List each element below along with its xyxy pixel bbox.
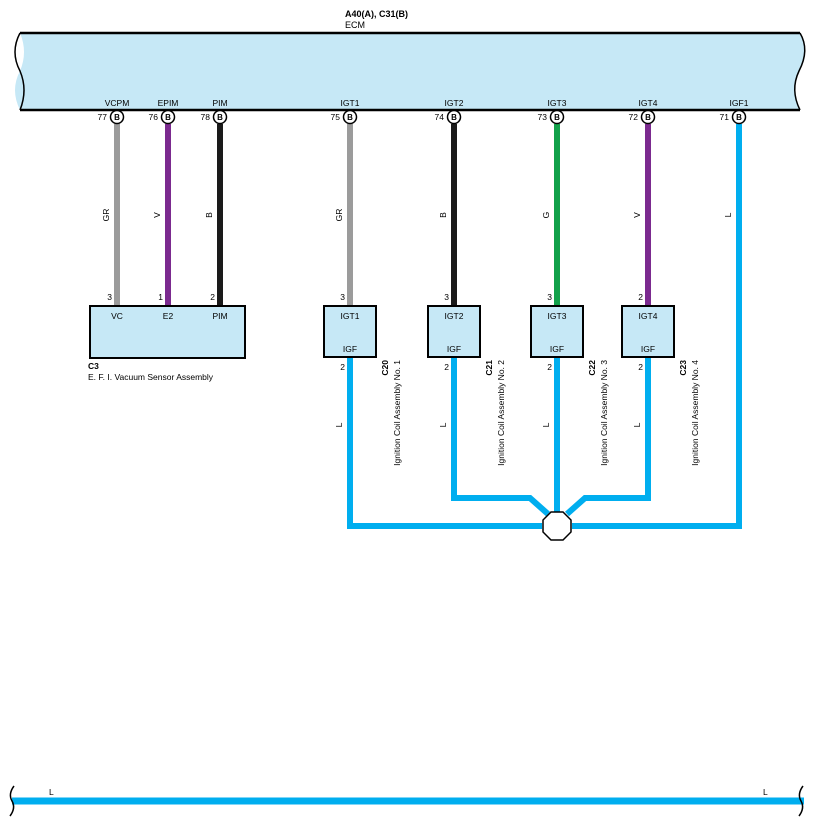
ignition-coils (323, 305, 675, 358)
coil2-out-pin: 2 (444, 362, 449, 372)
ecm-connector-ref: A40(A), C31(B) (345, 9, 408, 19)
sensor-pin-pim: 2 (210, 292, 215, 302)
sensor-pin-vc: 3 (107, 292, 112, 302)
ecm-pin-markers (109, 109, 747, 125)
pin-circle-igf1 (731, 109, 747, 125)
wire-code-coil2-igf: L (438, 422, 448, 427)
wire-code-coil4-igf: L (632, 422, 642, 427)
bottom-bus-right-break (798, 785, 804, 817)
pin-name-igt1: IGT1 (341, 98, 360, 108)
coil1-terminal-top: IGT1 (341, 311, 360, 321)
coil4-name: Ignition Coil Assembly No. 4 (690, 360, 700, 466)
wire-code-pim: B (204, 212, 214, 218)
wire-igf-coil2 (451, 357, 550, 517)
pin-conn-igt2: B (451, 113, 457, 122)
wire-code-igt1: GR (334, 209, 344, 222)
pin-circle-epim (160, 109, 176, 125)
wire-code-epim: V (152, 212, 162, 218)
coil2-terminal-bottom: IGF (447, 344, 461, 354)
pin-conn-epim: B (165, 113, 171, 122)
coil3-code: C22 (587, 360, 597, 376)
pin-name-igt3: IGT3 (548, 98, 567, 108)
bottom-bus-label-right: L (763, 787, 768, 797)
ecm-body (15, 33, 805, 110)
wire-igf-coil1 (347, 357, 542, 529)
coil3-terminal-bottom: IGF (550, 344, 564, 354)
pin-conn-vcpm: B (114, 113, 120, 122)
coil3-in-pin: 3 (547, 292, 552, 302)
sensor-code: C3 (88, 361, 99, 371)
pin-name-pim: PIM (212, 98, 227, 108)
sensor-name: E. F. I. Vacuum Sensor Assembly (88, 372, 214, 382)
pin-conn-igt1: B (347, 113, 353, 122)
pin-name-epim: EPIM (158, 98, 179, 108)
pin-circle-pim (212, 109, 228, 125)
coil4-out-pin: 2 (638, 362, 643, 372)
coil1-name: Ignition Coil Assembly No. 1 (392, 360, 402, 466)
pin-num-vcpm: 77 (98, 112, 108, 122)
coil2-in-pin: 3 (444, 292, 449, 302)
wire-code-coil1-igf: L (334, 422, 344, 427)
sensor-pin-e2: 1 (158, 292, 163, 302)
coil4-in-pin: 2 (638, 292, 643, 302)
pin-name-igf1: IGF1 (730, 98, 749, 108)
coil2-terminal-top: IGT2 (445, 311, 464, 321)
pin-num-igf1: 71 (720, 112, 730, 122)
ecm-name: ECM (345, 20, 365, 30)
coil2-name: Ignition Coil Assembly No. 2 (496, 360, 506, 466)
pin-circle-igt4 (640, 109, 656, 125)
bottom-bus-label-left: L (49, 787, 54, 797)
pin-circle-igt2 (446, 109, 462, 125)
coil4-code: C23 (678, 360, 688, 376)
pin-circle-igt3 (549, 109, 565, 125)
coil3-name: Ignition Coil Assembly No. 3 (599, 360, 609, 466)
coil3-terminal-top: IGT3 (548, 311, 567, 321)
ecm-right-break (794, 32, 806, 111)
pin-conn-igt3: B (554, 113, 560, 122)
pin-num-epim: 76 (149, 112, 159, 122)
wire-code-vcpm: GR (101, 209, 111, 222)
pin-num-pim: 78 (201, 112, 211, 122)
wire-igf-coil4 (565, 357, 651, 517)
pin-name-igt2: IGT2 (445, 98, 464, 108)
sensor-terminal-e2: E2 (163, 311, 174, 321)
vacuum-sensor-box (89, 305, 246, 359)
pin-conn-igf1: B (736, 113, 742, 122)
pin-name-vcpm: VCPM (105, 98, 130, 108)
wire-code-coil3-igf: L (541, 422, 551, 427)
wire-code-igf1: L (723, 212, 733, 217)
sensor-terminal-pim: PIM (212, 311, 227, 321)
coil-box-1 (323, 305, 377, 358)
bottom-bus-left-break (9, 785, 15, 817)
coil1-in-pin: 3 (340, 292, 345, 302)
pin-num-igt2: 74 (435, 112, 445, 122)
pin-conn-igt4: B (645, 113, 651, 122)
wire-igf1 (572, 124, 742, 529)
pin-conn-pim: B (217, 113, 223, 122)
coil1-terminal-bottom: IGF (343, 344, 357, 354)
pin-num-igt3: 73 (538, 112, 548, 122)
coil-box-2 (427, 305, 481, 358)
wire-code-igt2: B (438, 212, 448, 218)
coil1-code: C20 (380, 360, 390, 376)
sensor-terminal-vc: VC (111, 311, 123, 321)
coil1-out-pin: 2 (340, 362, 345, 372)
wire-code-igt4: V (632, 212, 642, 218)
junction-splice (542, 511, 572, 541)
coil4-terminal-top: IGT4 (639, 311, 658, 321)
pin-circle-igt1 (342, 109, 358, 125)
coil2-code: C21 (484, 360, 494, 376)
igf-wire-network (347, 124, 742, 529)
coil-box-4 (621, 305, 675, 358)
pin-name-igt4: IGT4 (639, 98, 658, 108)
coil4-terminal-bottom: IGF (641, 344, 655, 354)
coil-box-3 (530, 305, 584, 358)
pin-num-igt1: 75 (331, 112, 341, 122)
coil3-out-pin: 2 (547, 362, 552, 372)
wire-code-igt3: G (541, 212, 551, 219)
pin-circle-vcpm (109, 109, 125, 125)
ecm-left-break (14, 32, 25, 111)
pin-num-igt4: 72 (629, 112, 639, 122)
